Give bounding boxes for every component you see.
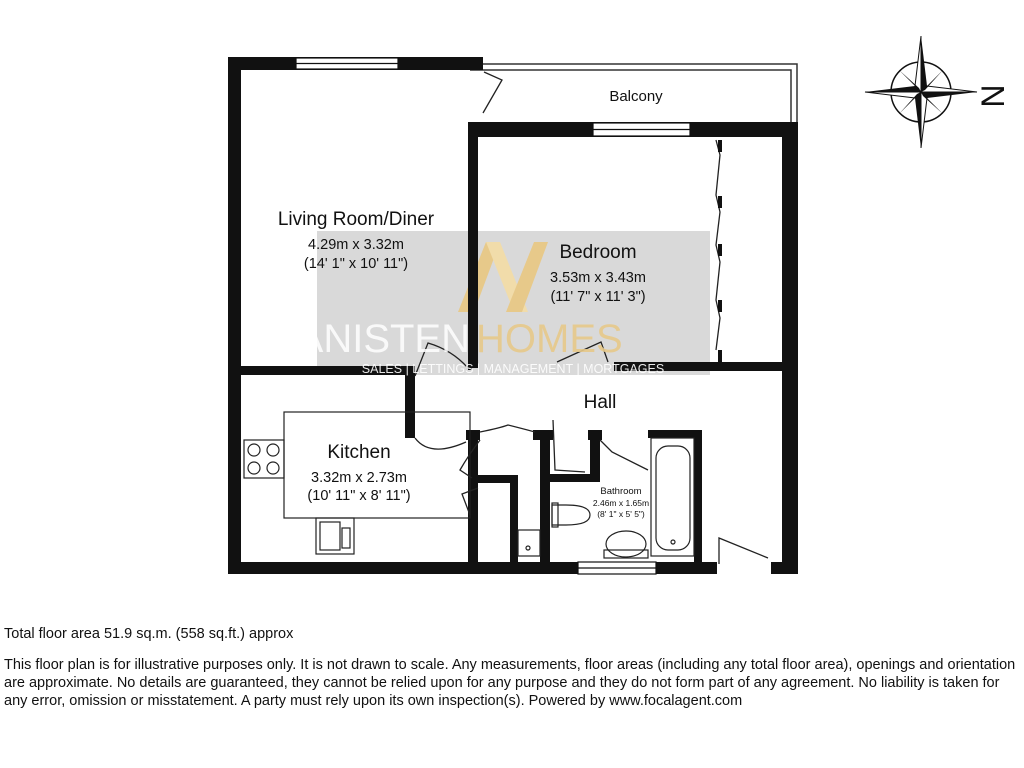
bathroom-right-wall <box>694 430 702 562</box>
cupboard-wall-c <box>510 475 518 562</box>
kitchen-name: Kitchen <box>327 442 390 463</box>
cupboard-door-a <box>459 439 481 479</box>
cupboard-wall-a <box>468 430 478 562</box>
bathroom-name: Bathroom <box>600 486 641 497</box>
balcony-door <box>482 71 503 114</box>
bathroom-side-wall <box>590 430 600 482</box>
entrance-door <box>718 537 769 564</box>
left-wall <box>228 57 241 574</box>
bathroom-imperial: (8' 1" x 5' 5") <box>597 509 645 519</box>
balcony-outline <box>470 63 798 124</box>
windows <box>295 57 771 575</box>
living-door <box>414 342 469 377</box>
entrance-gap <box>717 562 771 574</box>
toilet <box>551 504 591 526</box>
right-wall <box>782 122 798 574</box>
kitchen-fixtures <box>243 411 471 555</box>
bathroom-fixtures <box>517 437 695 559</box>
living-room-name: Living Room/Diner <box>278 209 435 230</box>
kitchen-imperial: (10' 11" x 8' 11") <box>307 488 410 504</box>
boiler <box>517 529 541 557</box>
watermark-established: EST 2008 <box>481 384 546 396</box>
floor-plan: N ANISTEN HOMES SALES | LETTINGS | MANAG… <box>228 35 1011 575</box>
total-floor-area: Total floor area 51.9 sq.m. (558 sq.ft.)… <box>4 626 294 642</box>
living-kitchen-wall-left <box>241 366 407 375</box>
hob <box>243 439 285 479</box>
living-room-metric: 4.29m x 3.32m <box>308 237 404 253</box>
balcony-label: Balcony <box>609 88 663 105</box>
bathroom-door <box>552 419 586 473</box>
bath <box>650 437 695 557</box>
compass-north-label: N <box>975 84 1011 107</box>
bathroom-top-wall-right <box>648 430 700 438</box>
cupboard-door-b <box>479 424 536 433</box>
bedroom-hall-wall <box>614 362 784 371</box>
cupboard-door-c <box>461 487 479 516</box>
kitchen-door <box>414 437 467 450</box>
sink <box>315 517 355 555</box>
hall-label: Hall <box>584 392 617 413</box>
bedroom-door <box>556 341 609 363</box>
watermark-services: SALES | LETTINGS | MANAGEMENT | MORTGAGE… <box>362 362 664 376</box>
bedroom-metric: 3.53m x 3.43m <box>550 270 646 286</box>
cupboard-wall-d <box>540 430 550 562</box>
bathroom-metric: 2.46m x 1.65m <box>593 498 649 508</box>
bedroom-inner-wall <box>468 362 472 370</box>
bath-door-swing <box>599 439 649 471</box>
living-room-imperial: (14' 1" x 10' 11") <box>304 256 408 272</box>
bathroom-top-wall-left <box>548 474 596 482</box>
kitchen-metric: 3.32m x 2.73m <box>311 470 407 486</box>
watermark-brand-left: ANISTEN <box>297 317 470 361</box>
bedroom-name: Bedroom <box>559 242 636 263</box>
cupboard-wall-b <box>468 475 518 483</box>
watermark-brand-right: HOMES <box>476 317 623 361</box>
kitchen-partition <box>405 366 415 438</box>
compass-icon <box>864 35 978 149</box>
bottom-wall <box>228 562 798 574</box>
basin <box>605 530 647 558</box>
living-bedroom-wall <box>468 122 478 368</box>
bedroom-imperial: (11' 7" x 11' 3") <box>550 289 645 305</box>
disclaimer-text: This floor plan is for illustrative purp… <box>4 657 1016 709</box>
